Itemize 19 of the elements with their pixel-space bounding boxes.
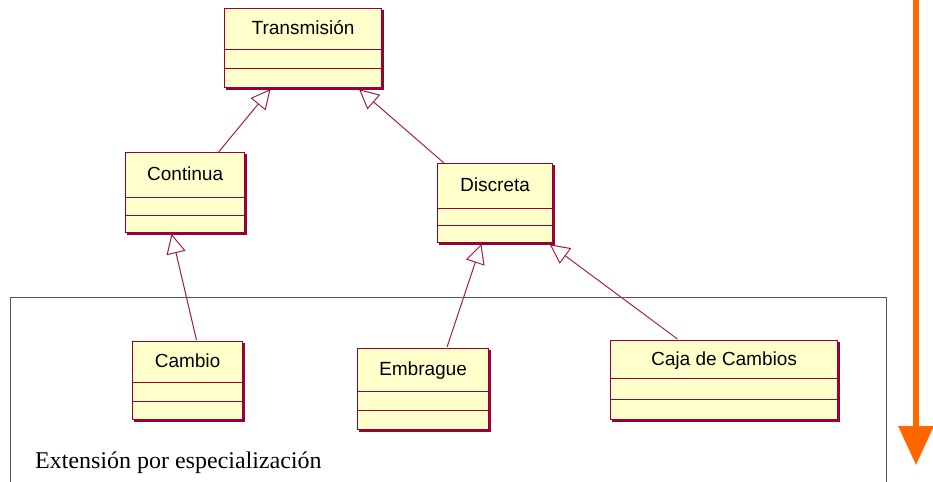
class-name: Caja de Cambios bbox=[650, 348, 798, 372]
class-name: Cambio bbox=[154, 350, 222, 374]
generalization-arrow bbox=[446, 244, 484, 348]
generalization-arrow bbox=[218, 90, 270, 152]
generalization-arrow bbox=[359, 90, 444, 164]
class-box bbox=[357, 348, 489, 430]
class-box bbox=[610, 340, 838, 420]
class-name: Embrague bbox=[378, 358, 468, 382]
frame-label: Extensión por especialización bbox=[35, 448, 322, 475]
class-name: Discreta bbox=[459, 174, 531, 198]
class-name: Transmisión bbox=[250, 17, 356, 41]
generalization-arrow bbox=[166, 234, 197, 340]
generalization-arrow bbox=[550, 244, 678, 340]
class-name: Continua bbox=[146, 163, 224, 187]
package-frame bbox=[10, 297, 887, 482]
class-box bbox=[132, 341, 243, 420]
class-box bbox=[437, 163, 553, 243]
class-box bbox=[125, 152, 245, 233]
class-box bbox=[224, 8, 382, 88]
